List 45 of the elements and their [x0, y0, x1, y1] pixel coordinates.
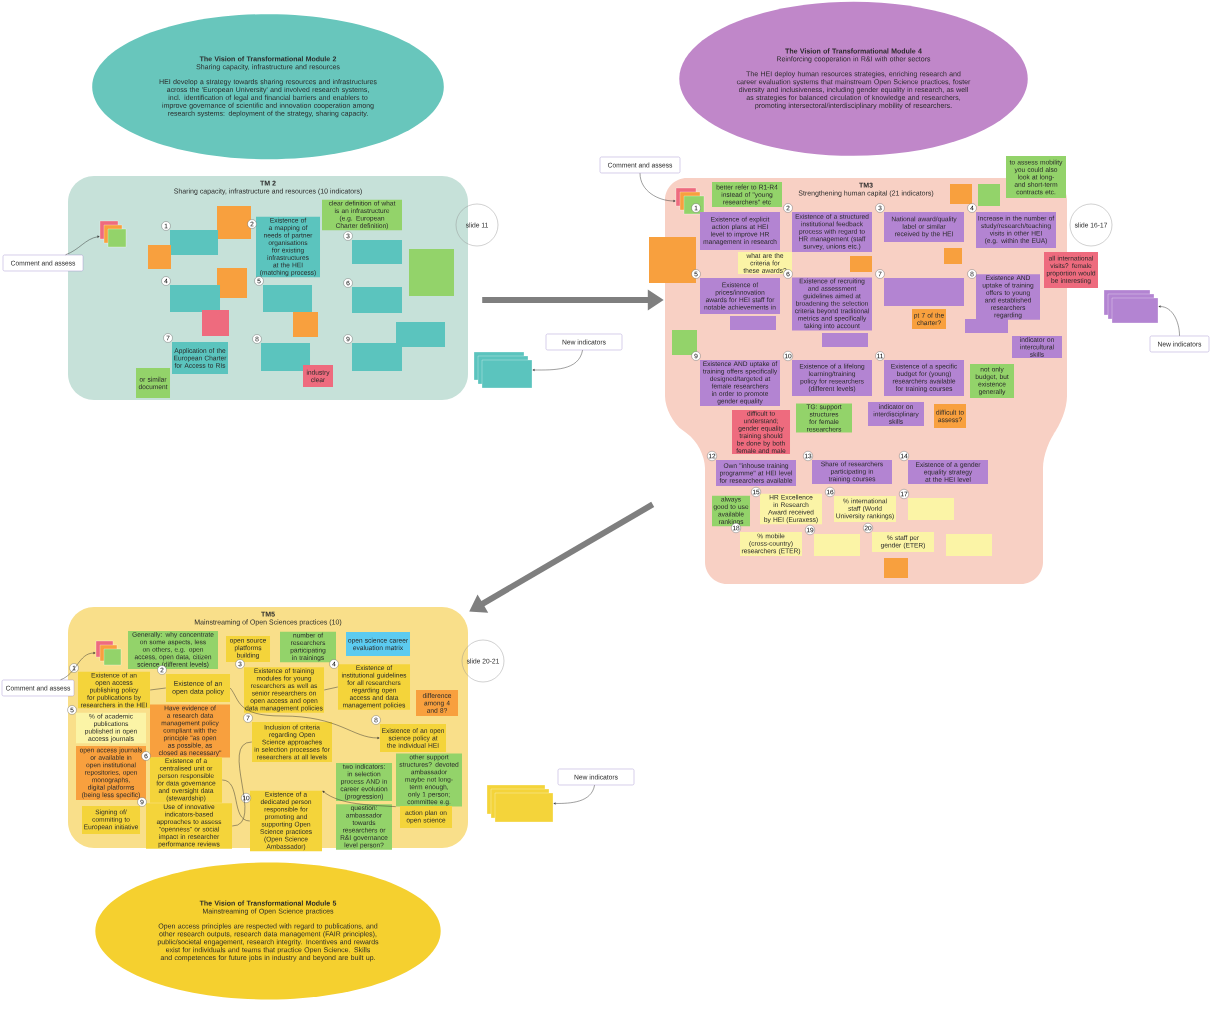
sticky-note-stack: [95, 640, 122, 666]
sticky-note: [965, 319, 1008, 333]
arrow: [65, 235, 100, 256]
sticky-note: [814, 534, 860, 556]
sticky-note: [649, 237, 696, 283]
sticky-note: [170, 285, 220, 312]
sticky-note: [950, 184, 972, 204]
sticky-note: [352, 343, 402, 371]
sticky-note: [202, 310, 229, 336]
arrow: [639, 172, 676, 202]
sticky-note: [850, 256, 872, 272]
sticky-note: [217, 268, 247, 298]
sticky-note: [672, 330, 697, 355]
sticky-note: [978, 184, 1000, 206]
arrow: [322, 790, 397, 807]
connector-line: [232, 741, 253, 827]
sticky-note: [822, 333, 868, 347]
sticky-note-stack: [1103, 289, 1159, 324]
sticky-note: [352, 287, 402, 313]
arrow: [60, 652, 96, 681]
arrow: [532, 349, 583, 371]
sticky-note: [170, 230, 218, 255]
sticky-note: [148, 245, 171, 269]
connector-line: [150, 687, 167, 691]
arrow: [553, 784, 595, 805]
sticky-note: [730, 316, 776, 330]
sticky-note: [884, 278, 964, 306]
sticky-note: [396, 322, 445, 347]
sticky-note: [293, 312, 318, 337]
arrow: [230, 687, 380, 739]
connector-line: [324, 686, 339, 691]
connector-line: [221, 779, 251, 822]
sticky-note: [946, 534, 992, 556]
sticky-note-stack: [473, 351, 533, 389]
sticky-note: [908, 498, 954, 520]
sticky-note: [263, 285, 312, 312]
sticky-note-stack: [486, 784, 554, 823]
sticky-note: [352, 240, 402, 264]
sticky-note: [944, 248, 962, 264]
sticky-note: [217, 206, 251, 239]
arrow: [1158, 305, 1180, 337]
sticky-note: [261, 343, 310, 371]
sticky-note-stack: [99, 220, 127, 248]
sticky-note: [409, 249, 454, 296]
sticky-note: [884, 558, 908, 578]
